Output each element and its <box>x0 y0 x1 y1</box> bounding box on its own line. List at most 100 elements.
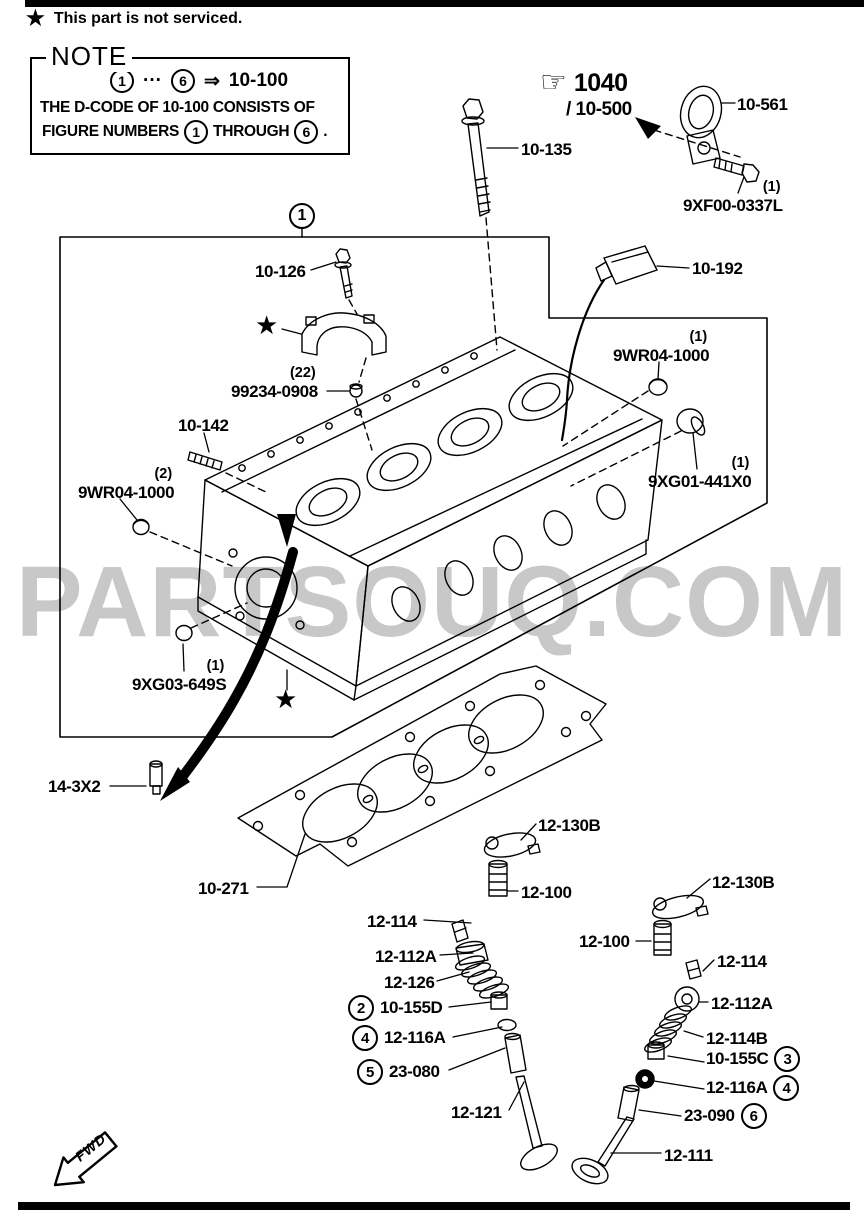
figure-number-6-icon: 6 <box>170 69 195 93</box>
figure-number-4-icon: 4 <box>352 1025 378 1051</box>
figure-number-6-icon: 6 <box>740 1103 767 1129</box>
part-label-9WR04-1000: 9WR04-1000(2) <box>78 466 175 503</box>
leader-lines <box>109 102 745 1154</box>
bolt-10-135 <box>461 98 491 217</box>
part-label-10-192: 10-192 <box>692 259 743 279</box>
part-label-12-126: 12-126 <box>384 973 435 993</box>
part-label-9XG01-441X0: 9XG01-441X0(1) <box>648 455 752 492</box>
part-label-12-114B: 12-114B <box>706 1029 768 1049</box>
part-number: 12-126 <box>384 973 435 992</box>
head-stud-bosses <box>238 352 478 472</box>
part-number: 9XF00-0337L <box>683 196 783 215</box>
plug-9wr04-left <box>132 518 150 536</box>
figure-number-3-icon: 3 <box>774 1046 801 1072</box>
plug-9wr04-right <box>648 378 668 396</box>
pointing-hand-icon: ☞ <box>540 66 567 99</box>
part-label-12-130B: 12-130B <box>712 873 775 893</box>
bottom-border-bar <box>18 1202 850 1210</box>
figure-1-balloon: 1 <box>289 203 315 229</box>
placement-arrow <box>160 514 298 801</box>
ref-callout-1040: ☞ 1040 / 10-500 <box>540 68 632 121</box>
part-number: 10-135 <box>521 140 572 159</box>
part-number: 12-114 <box>717 952 767 971</box>
part-label-14-3X2: 14-3X2 <box>48 777 101 797</box>
part-label-10-142: 10-142 <box>178 416 229 436</box>
nut-99234-0908 <box>349 383 363 398</box>
lifting-eye-and-bolt <box>679 85 760 183</box>
note-arrow-icon: ⇒ <box>203 70 220 92</box>
part-number: 10-561 <box>737 95 788 114</box>
part-label-12-114: 12-114 <box>717 952 767 972</box>
part-qty: (1) <box>689 329 708 345</box>
note-line-3-mid: THROUGH <box>213 123 290 140</box>
part-qty: (22) <box>289 365 316 381</box>
part-qty: (1) <box>206 658 225 674</box>
part-number: 12-130B <box>712 873 775 892</box>
part-number: 12-116A <box>384 1028 446 1047</box>
note-dots: ··· <box>143 70 162 91</box>
part-number: 12-114 <box>367 912 417 931</box>
cylinder-bores <box>295 372 574 527</box>
part-number: 12-100 <box>521 883 572 902</box>
part-number: 12-111 <box>664 1146 713 1165</box>
note-line-1: 1 ··· 6 ⇒ 10-100 <box>110 69 348 93</box>
note-line-2: THE D-CODE OF 10-100 CONSISTS OF <box>40 99 315 116</box>
part-number: 12-100 <box>579 932 630 951</box>
ref-code: 1040 <box>573 68 628 97</box>
not-serviced-legend: ★ This part is not serviced. <box>26 8 242 29</box>
part-label-10-155C: 10-155C 3 <box>706 1046 801 1072</box>
part-label-9WR04-1000: 9WR04-1000(1) <box>613 329 710 366</box>
figure-number-6-icon: 6 <box>294 120 319 144</box>
part-label-12-112A: 12-112A <box>711 994 773 1014</box>
part-number: 12-114B <box>706 1029 768 1048</box>
part-label-12-111: 12-111 <box>664 1146 713 1166</box>
part-number: 12-121 <box>451 1103 502 1122</box>
part-number: 23-080 <box>389 1062 440 1081</box>
part-number: 99234-0908 <box>231 382 318 401</box>
part-number: 9WR04-1000 <box>613 346 710 365</box>
part-label-99234-0908: 99234-0908(22) <box>231 365 318 402</box>
plug-9xg03-649s <box>175 624 193 642</box>
part-number: 12-130B <box>538 816 601 835</box>
assembly-dashed-lines <box>149 129 741 629</box>
note-result: 10-100 <box>228 70 289 91</box>
part-label-10-126: 10-126 <box>255 262 306 282</box>
part-number: 9XG03-649S <box>132 675 227 694</box>
figure-number-5-icon: 5 <box>357 1059 383 1085</box>
part-number: 10-155D <box>380 998 443 1017</box>
head-gasket-drawing <box>237 665 607 867</box>
note-line-3: FIGURE NUMBERS 1 THROUGH 6 . <box>42 120 348 144</box>
part-number: 9XG01-441X0 <box>648 472 752 491</box>
fwd-arrow <box>53 1131 118 1187</box>
part-label-23-080: 5 23-080 <box>357 1059 440 1085</box>
part-number: 23-090 <box>684 1106 735 1125</box>
right-valve-train <box>571 894 709 1185</box>
intake-ports <box>391 484 626 622</box>
star-icon: ★ <box>274 684 298 714</box>
part-label-23-090: 23-090 6 <box>684 1103 767 1129</box>
star-icon: ★ <box>26 7 45 30</box>
part-label-12-114: 12-114 <box>367 912 417 932</box>
ref-subcode: / 10-500 <box>566 99 632 120</box>
part-number: 12-116A <box>706 1078 768 1097</box>
part-qty: (1) <box>731 455 750 471</box>
part-number: 10-271 <box>198 879 249 898</box>
part-number: 9WR04-1000 <box>78 483 175 502</box>
part-label-12-116A: 4 12-116A <box>352 1025 446 1051</box>
part-qty: (2) <box>154 466 173 482</box>
part-number: 10-142 <box>178 416 229 435</box>
left-valve-train <box>451 832 558 1171</box>
oil-jet-14-3x2 <box>149 760 163 795</box>
part-label-12-130B: 12-130B <box>538 816 601 836</box>
figure-box-outline <box>59 228 768 738</box>
part-label-9XG03-649S: 9XG03-649S(1) <box>132 658 227 695</box>
part-number: 10-155C <box>706 1049 769 1068</box>
figure-number-1-icon: 1 <box>110 69 134 93</box>
part-label-10-561: 10-561 <box>737 95 788 115</box>
ref-arrowhead <box>635 117 661 139</box>
legend-text: This part is not serviced. <box>53 9 243 27</box>
note-line-3-prefix: FIGURE NUMBERS <box>42 123 180 140</box>
